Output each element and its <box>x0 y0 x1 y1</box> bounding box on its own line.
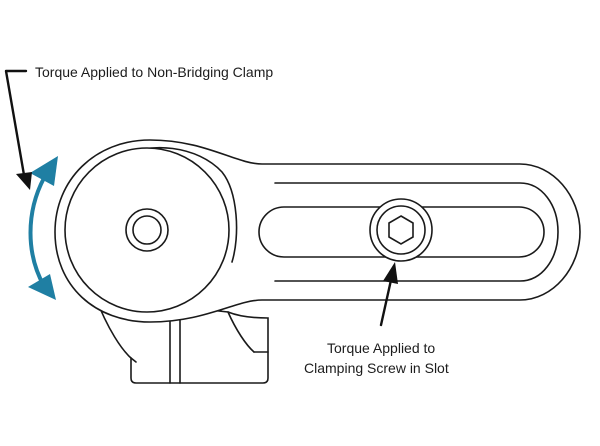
screw-torque-label-line1: Torque Applied to <box>327 340 435 356</box>
clamp-hub <box>64 146 238 313</box>
screw-torque-leader-arrow <box>379 262 398 327</box>
clamp-torque-label: Torque Applied to Non-Bridging Clamp <box>35 64 273 80</box>
screw-torque-label-line2: Clamping Screw in Slot <box>304 360 449 376</box>
clamp-torque-leader-arrow <box>4 69 32 190</box>
curved-double-arrow-icon <box>28 156 58 300</box>
hex-socket-screw-icon <box>369 198 433 262</box>
